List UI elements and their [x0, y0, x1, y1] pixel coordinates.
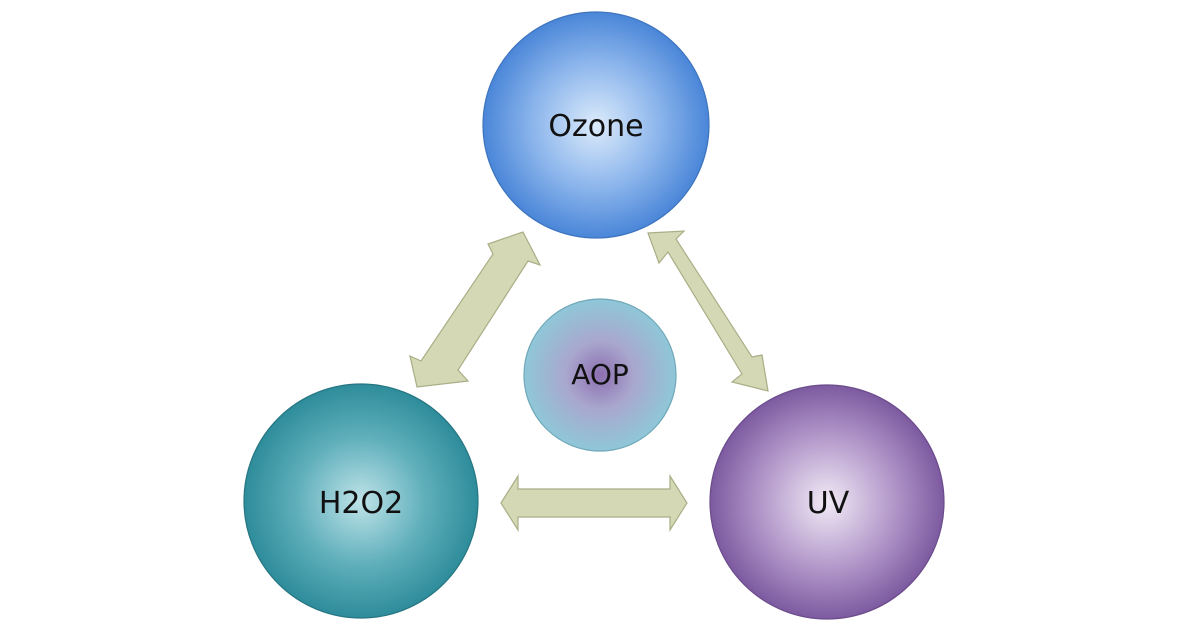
arrow-ozone-h2o2	[409, 231, 542, 388]
uv-label: UV	[806, 486, 850, 521]
uv-circle	[709, 384, 945, 620]
ozone-label: Ozone	[548, 109, 644, 144]
arrow-h2o2-uv	[500, 473, 688, 533]
aop-circle	[523, 298, 677, 452]
h2o2-circle	[243, 383, 479, 619]
arrow-ozone-uv	[647, 230, 769, 392]
h2o2-label: H2O2	[318, 486, 404, 521]
ozone-circle	[482, 11, 710, 239]
aop-label: AOP	[571, 358, 629, 391]
